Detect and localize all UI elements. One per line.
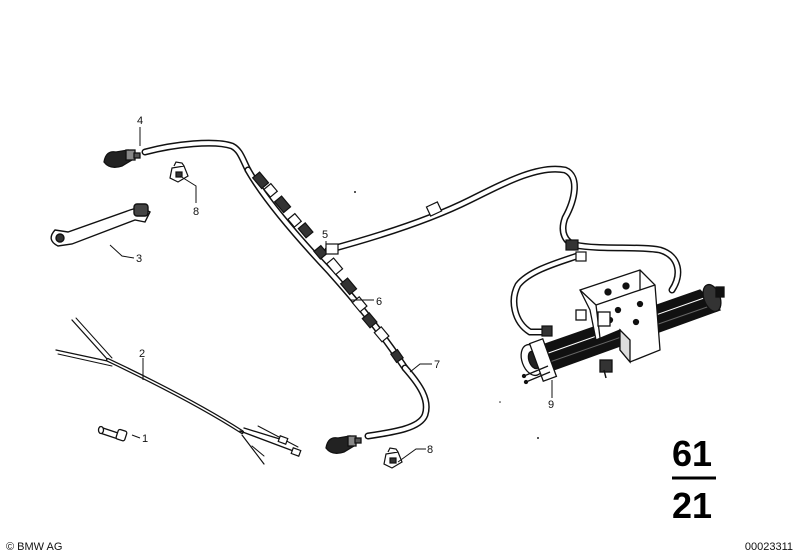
bolt <box>97 425 128 442</box>
callout-7: 7 <box>434 359 440 371</box>
callouts: 1 2 3 4 8 5 6 7 8 9 <box>136 115 554 456</box>
callout-8-upper: 8 <box>193 206 199 218</box>
callout-5: 5 <box>322 229 328 241</box>
callout-4: 4 <box>137 115 143 127</box>
group-number-sub: 21 <box>672 485 712 526</box>
bracket <box>50 203 151 247</box>
group-number-block: 61 21 <box>672 433 716 526</box>
drawing-specks <box>354 191 539 439</box>
washer-pump-assembly <box>520 269 725 385</box>
copyright-label: © BMW AG <box>6 541 63 553</box>
callout-9: 9 <box>548 399 554 411</box>
washer-nozzle-lower <box>325 435 362 454</box>
drawing-id-label: 00023311 <box>744 541 793 553</box>
callout-3: 3 <box>136 253 142 265</box>
callout-1: 1 <box>142 433 148 445</box>
group-number-main: 61 <box>672 433 712 474</box>
washer-nozzle-upper <box>103 149 141 168</box>
leader-lines <box>109 127 553 463</box>
wiring-harness <box>55 317 302 465</box>
callout-6: 6 <box>376 296 382 308</box>
callout-8-lower: 8 <box>427 444 433 456</box>
callout-2: 2 <box>139 348 145 360</box>
hose-connectors <box>251 171 587 364</box>
hose-clip-lower <box>383 447 403 469</box>
